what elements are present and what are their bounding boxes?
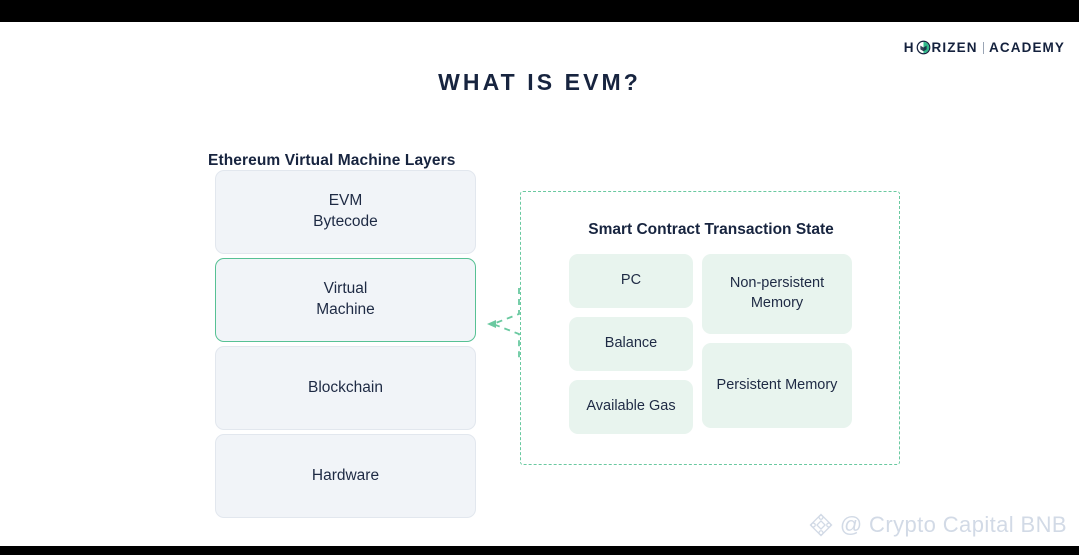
state-box-persistent-memory[interactable]: Persistent Memory <box>702 343 852 428</box>
brand-sub-name: ACADEMY <box>989 40 1065 55</box>
layer-box-virtual-machine[interactable]: Virtual Machine <box>215 258 476 342</box>
state-label-line1: Persistent <box>716 376 782 393</box>
letterbox-bar-bottom <box>0 546 1079 555</box>
brand-name-left: H <box>903 40 915 55</box>
state-box-label: Non-persistent Memory <box>708 274 846 313</box>
state-box-label: Persistent Memory <box>717 376 838 396</box>
state-column-left: PC Balance Available Gas <box>569 254 693 434</box>
state-label-line2: Memory <box>750 295 804 311</box>
brand-wordmark: H RIZEN ACADEMY <box>904 40 1065 55</box>
state-boxes-grid: PC Balance Available Gas Non-persistent … <box>569 254 859 434</box>
letterbox-bar-top <box>0 0 1079 22</box>
watermark-text: @ Crypto Capital BNB <box>839 512 1067 537</box>
watermark: @ Crypto Capital BNB <box>808 512 1067 538</box>
layer-label: EVM Bytecode <box>313 191 378 233</box>
slide-canvas: H RIZEN ACADEMY WHAT IS EVM? Ethereum Vi… <box>0 22 1079 546</box>
layer-box-blockchain[interactable]: Blockchain <box>215 346 476 430</box>
state-box-pc[interactable]: PC <box>569 254 693 308</box>
state-label-line1: Non-persistent <box>729 275 825 292</box>
evm-layer-stack: EVM Bytecode Virtual Machine Blockchain … <box>215 170 476 522</box>
state-panel-title: Smart Contract Transaction State <box>588 221 834 238</box>
state-column-right: Non-persistent Memory Persistent Memory <box>702 254 852 434</box>
state-box-available-gas[interactable]: Available Gas <box>569 380 693 434</box>
section-heading: Ethereum Virtual Machine Layers <box>208 152 456 169</box>
horizen-circle-logo-icon <box>916 40 931 55</box>
smart-contract-state-panel: Smart Contract Transaction State PC Bala… <box>520 191 900 465</box>
brand-name-right: RIZEN <box>931 40 978 55</box>
horizen-academy-logo: H RIZEN ACADEMY <box>904 40 1065 55</box>
state-label-line2: Memory <box>785 376 838 393</box>
layer-label-line2: Bytecode <box>313 213 378 230</box>
layer-label: Virtual Machine <box>316 279 375 321</box>
layer-label-line1: Blockchain <box>308 378 383 396</box>
state-box-non-persistent-memory[interactable]: Non-persistent Memory <box>702 254 852 334</box>
state-box-balance[interactable]: Balance <box>569 317 693 371</box>
layer-label: Blockchain <box>308 378 383 399</box>
layer-label-line1: Virtual <box>323 280 368 298</box>
layer-label-line2: Machine <box>316 301 375 318</box>
layer-label-line1: Hardware <box>311 466 380 484</box>
layer-box-hardware[interactable]: Hardware <box>215 434 476 518</box>
brand-divider <box>982 41 985 54</box>
page-title: WHAT IS EVM? <box>438 69 641 95</box>
layer-label: Hardware <box>312 466 379 487</box>
layer-box-evm-bytecode[interactable]: EVM Bytecode <box>215 170 476 254</box>
bnb-diamond-icon <box>808 512 834 538</box>
layer-label-line1: EVM <box>328 192 363 210</box>
